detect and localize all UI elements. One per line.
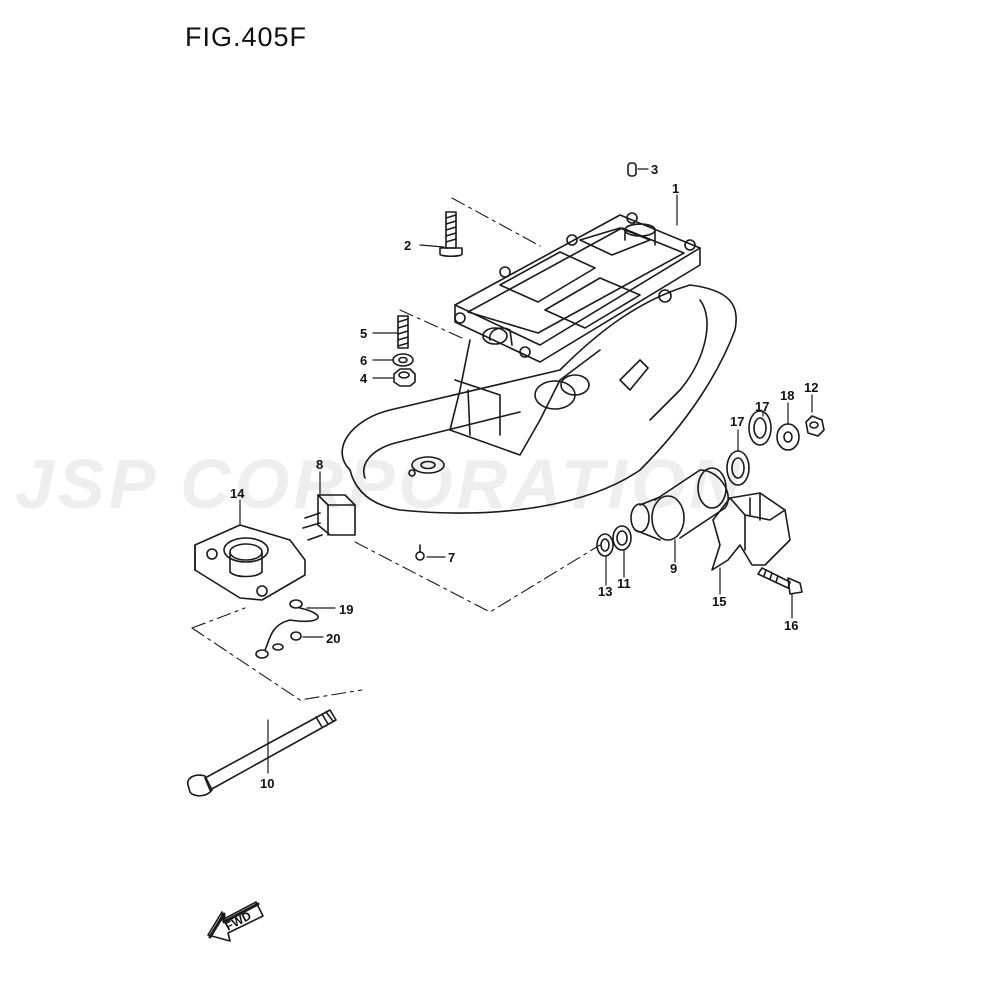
callout-13: 13 — [598, 584, 612, 599]
bolt-16 — [757, 567, 803, 595]
washers-13-11 — [596, 525, 632, 557]
callout-6: 6 — [360, 353, 367, 368]
clamp-bracket-14 — [194, 524, 306, 601]
bolt-2 — [439, 211, 463, 258]
assembly-lines — [191, 197, 601, 701]
callout-20: 20 — [326, 631, 340, 646]
leader-lines — [239, 168, 813, 774]
callout-1: 1 — [672, 181, 679, 196]
screw-7 — [415, 544, 425, 561]
callout-18: 18 — [780, 388, 794, 403]
washer-6 — [392, 353, 414, 367]
callout-7: 7 — [448, 550, 455, 565]
dowel-pin-3 — [627, 162, 637, 177]
callout-19: 19 — [339, 602, 353, 617]
callout-3: 3 — [651, 162, 658, 177]
figure-title: FIG.405F — [185, 22, 308, 52]
callout-2: 2 — [404, 238, 411, 253]
fwd-arrow-icon: FWD — [207, 901, 264, 942]
callout-labels: 1 2 3 4 5 6 7 8 9 10 11 12 13 14 15 16 1… — [230, 162, 818, 791]
bushing-9 — [630, 467, 729, 541]
callout-9: 9 — [670, 561, 677, 576]
main-housing — [341, 212, 737, 514]
nut-4 — [393, 368, 416, 387]
clamp-15 — [711, 492, 791, 571]
watermark: JSP CORPORATION — [15, 445, 744, 523]
callout-10: 10 — [260, 776, 274, 791]
callout-17b: 17 — [755, 399, 769, 414]
callout-14: 14 — [230, 486, 245, 501]
callout-12: 12 — [804, 380, 818, 395]
callout-16: 16 — [784, 618, 798, 633]
callout-5: 5 — [360, 326, 367, 341]
long-bolt-10 — [186, 709, 337, 797]
ground-wire-19-20 — [255, 599, 319, 659]
callout-11: 11 — [617, 576, 631, 591]
callout-8: 8 — [316, 457, 323, 472]
stud-5 — [397, 315, 409, 349]
callout-15: 15 — [712, 594, 726, 609]
callout-4: 4 — [360, 371, 368, 386]
callout-17a: 17 — [730, 414, 744, 429]
grommet-8 — [302, 494, 356, 541]
